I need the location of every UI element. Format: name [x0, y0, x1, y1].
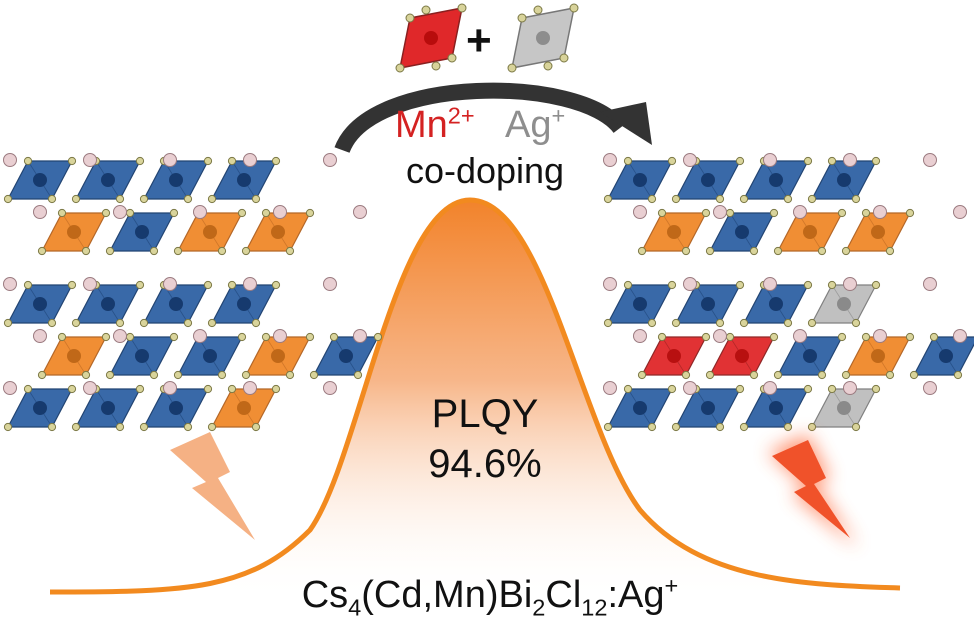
co-doping-arrowhead: [600, 102, 652, 145]
strong-emission-bolt-icon: [768, 434, 858, 548]
codoped-crystal-structure: [603, 153, 974, 432]
plqy-value: 94.6%: [428, 442, 542, 486]
ag-octahedron-icon: [507, 3, 579, 73]
emission-spectrum-curve: [49, 197, 901, 595]
plqy-label: PLQY: [431, 392, 539, 436]
ag-dopant-label: Ag+: [505, 102, 566, 146]
weak-emission-bolt-icon: [170, 432, 255, 540]
mn-dopant-label: Mn2+: [395, 102, 475, 146]
compound-formula: Cs4(Cd,Mn)Bi2Cl12:Ag+: [301, 572, 679, 621]
mn-octahedron-icon: [395, 3, 467, 73]
plus-sign: +: [466, 16, 492, 65]
host-crystal-structure: [3, 153, 383, 432]
co-doping-arrow: [334, 82, 627, 154]
emission-spectrum-fill: [50, 200, 900, 600]
co-doping-label: co-doping: [405, 150, 565, 191]
